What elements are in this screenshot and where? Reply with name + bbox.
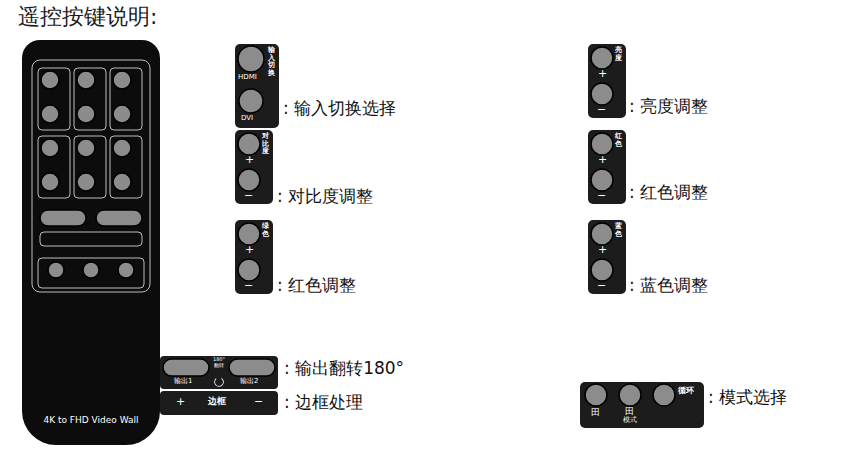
rotate-symbol [214, 378, 224, 387]
round-button [238, 46, 264, 72]
key-description: : 红色调整 [277, 275, 356, 295]
key-description: : 蓝色调整 [629, 275, 708, 295]
round-button [41, 173, 59, 191]
round-button [653, 384, 675, 406]
key-description: : 输出翻转180° [284, 358, 404, 378]
button-label: 红色 [615, 133, 622, 148]
button-label: − [597, 190, 606, 202]
round-button [238, 223, 260, 245]
key-frame [38, 136, 70, 198]
round-button [41, 105, 59, 123]
key-frame [38, 258, 144, 288]
button-panel: 绿色 + − [235, 220, 273, 294]
button-label: + [598, 154, 607, 166]
round-button [591, 47, 613, 69]
key-description: : 模式选择 [708, 387, 787, 407]
key-description: : 输入切换选择 [283, 98, 396, 118]
button-panel: 亮度 + − [588, 44, 626, 118]
round-button [77, 173, 95, 191]
button-label: 边框 [208, 397, 226, 407]
button-label: 绿色 [262, 223, 269, 238]
round-button [238, 169, 260, 191]
button-label: + [598, 68, 607, 80]
button-label: HDMI [238, 74, 257, 82]
round-button [83, 262, 99, 278]
rotate-panel: 180° 翻转输出1 输出2 [160, 356, 278, 389]
button-panel: 蓝色 + − [588, 220, 626, 294]
key-frame [74, 68, 106, 130]
remote-control: 4K to FHD Video Wall [22, 40, 160, 445]
button-label: 模式 [623, 417, 637, 425]
round-button [591, 169, 613, 191]
round-button [118, 262, 134, 278]
button-label: 4K to FHD Video Wall [22, 416, 160, 426]
button-label: − [597, 280, 606, 292]
round-button [619, 384, 641, 406]
mode-panel: 田田模式循环 [580, 382, 704, 428]
button-label: 亮度 [615, 47, 622, 62]
button-panel: 红色 + − [588, 130, 626, 204]
round-button [591, 133, 613, 155]
button-label: 输出1 [174, 378, 192, 386]
button-drawing [22, 40, 160, 445]
round-button [48, 262, 64, 278]
key-description: : 亮度调整 [629, 96, 708, 116]
round-button [77, 105, 95, 123]
key-description: : 红色调整 [629, 182, 708, 202]
round-button [113, 105, 131, 123]
button-label: + [245, 244, 254, 256]
button-label: + [598, 244, 607, 256]
round-button [238, 259, 260, 281]
round-button [591, 83, 613, 105]
button-label: 循环 [678, 387, 694, 396]
button-label: − [244, 190, 253, 202]
round-button [585, 384, 607, 406]
round-button [238, 133, 260, 155]
button-label: 蓝色 [615, 223, 622, 238]
button-label: + [176, 396, 185, 408]
key-frame [38, 68, 70, 130]
key-description: : 对比度调整 [277, 186, 373, 206]
key-frame [32, 60, 150, 292]
round-button [113, 173, 131, 191]
round-button [77, 71, 95, 89]
round-button [591, 259, 613, 281]
button-label: DVI [241, 115, 253, 123]
key-frame [74, 136, 106, 198]
input-panel: 输入切换 HDMI DVI [235, 44, 279, 128]
button-label: − [597, 104, 606, 116]
border-panel: + 边框 − [160, 391, 278, 415]
button-panel: 对比度 + − [235, 130, 273, 204]
round-button [77, 139, 95, 157]
key-frame [110, 136, 142, 198]
round-button [239, 89, 263, 113]
key-frame [110, 68, 142, 130]
oval-button [96, 210, 142, 226]
round-button [113, 139, 131, 157]
page-title: 遥控按键说明: [18, 4, 157, 30]
button-label: 输入切换 [268, 47, 275, 78]
round-button [41, 71, 59, 89]
oval-button [229, 359, 275, 376]
button-label: − [244, 280, 253, 292]
key-description: : 边框处理 [284, 392, 363, 412]
button-label: 田 [591, 408, 600, 418]
button-label: 180° 翻转 [210, 357, 228, 368]
button-label: 输出2 [240, 378, 258, 386]
round-button [591, 223, 613, 245]
round-button [41, 139, 59, 157]
key-frame [40, 232, 142, 246]
oval-button [163, 359, 209, 376]
button-label: 对比度 [262, 133, 269, 156]
button-label: 田 [625, 407, 634, 417]
round-button [113, 71, 131, 89]
button-label: − [254, 396, 263, 408]
button-label: + [245, 154, 254, 166]
oval-button [40, 210, 86, 226]
